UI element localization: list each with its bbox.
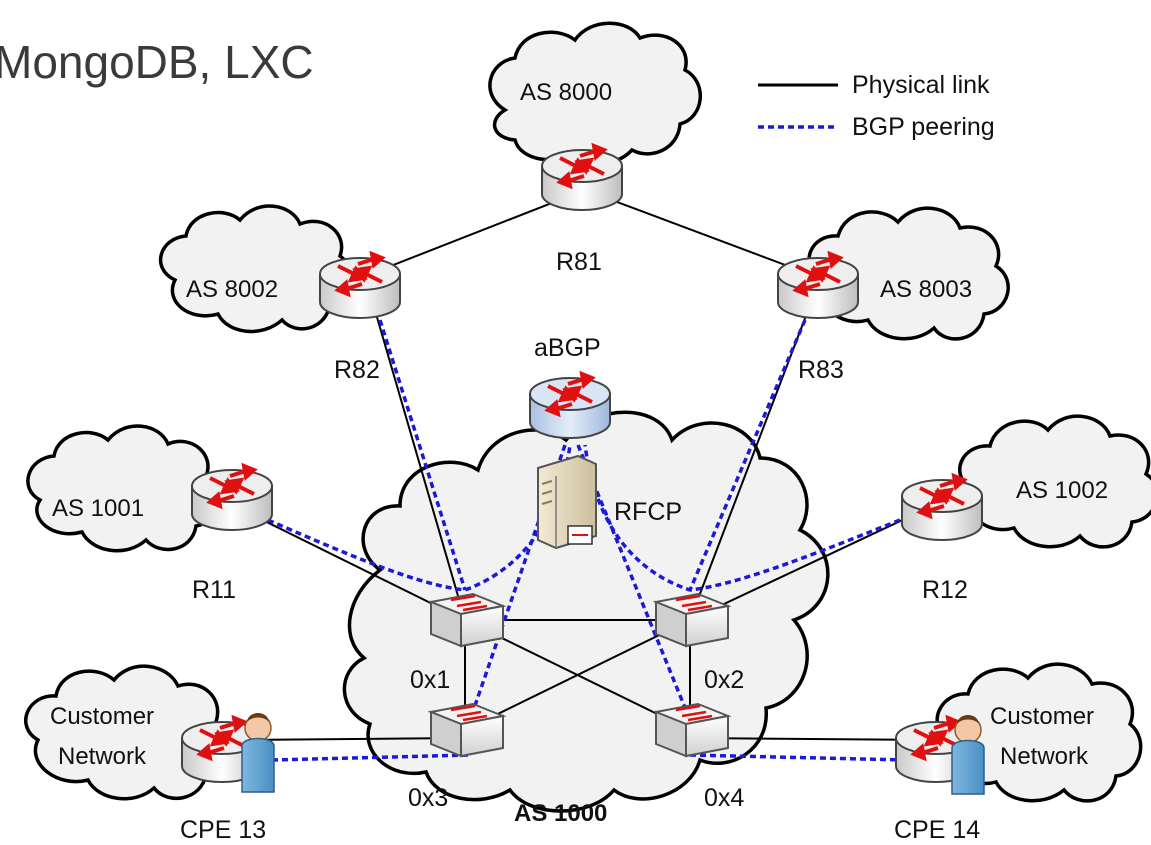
cloud-label-as8002: AS 8002 — [186, 276, 278, 303]
switch-icon — [429, 592, 505, 648]
cloud-as8002 — [158, 204, 354, 334]
cloud-label-as1000: AS 1000 — [514, 800, 607, 827]
node-label-cpe13: CPE 13 — [180, 816, 266, 844]
switch-0x3 — [429, 702, 505, 758]
cloud-label-customer-left-2: Network — [58, 743, 147, 770]
router-r81 — [540, 144, 624, 212]
node-label-r83: R83 — [798, 356, 844, 384]
cloud-label-as1001: AS 1001 — [52, 495, 144, 522]
node-label-r11: R11 — [192, 576, 236, 604]
node-label-cpe14: CPE 14 — [894, 816, 980, 844]
server-icon — [537, 454, 597, 550]
router-icon — [540, 144, 624, 212]
node-label-r81: R81 — [556, 248, 602, 276]
cloud-label-customer-right-1: Customer — [990, 703, 1094, 730]
cloud-as8003 — [807, 206, 1010, 341]
router-r83 — [776, 252, 860, 320]
router-icon — [528, 372, 612, 440]
router-icon — [190, 464, 274, 532]
switch-0x4 — [654, 702, 730, 758]
router-r11 — [190, 464, 274, 532]
user-icon — [241, 713, 275, 793]
node-label-r12: R12 — [922, 576, 968, 604]
user-icon — [951, 715, 985, 795]
cloud-customer-right — [935, 662, 1143, 803]
switch-0x1 — [429, 592, 505, 648]
legend-physical-label: Physical link — [852, 71, 990, 99]
node-label-0x1: 0x1 — [410, 666, 450, 694]
cloud-as1001 — [26, 424, 221, 553]
cloud-label-customer-right-2: Network — [1000, 743, 1089, 770]
router-r12 — [900, 474, 984, 542]
node-label-0x2: 0x2 — [704, 666, 744, 694]
node-label-0x3: 0x3 — [408, 784, 448, 812]
router-icon — [776, 252, 860, 320]
cloud-label-as8000: AS 8000 — [520, 79, 612, 106]
router-icon — [318, 252, 402, 320]
cloud-label-customer-left-1: Customer — [50, 703, 154, 730]
cloud-as1002 — [958, 414, 1151, 549]
cloud-label-as8003: AS 8003 — [880, 276, 972, 303]
router-abgp — [528, 372, 612, 440]
switch-0x2 — [654, 592, 730, 648]
cloud-label-as1002: AS 1002 — [1016, 477, 1108, 504]
legend: Physical link BGP peering — [758, 71, 995, 141]
node-label-r82: R82 — [334, 356, 380, 384]
router-icon — [900, 474, 984, 542]
node-label-abgp: aBGP — [534, 334, 601, 362]
node-label-rfcp: RFCP — [614, 498, 682, 526]
heading-text: MongoDB, LXC — [0, 36, 314, 88]
node-label-0x4: 0x4 — [704, 784, 744, 812]
legend-bgp-label: BGP peering — [852, 113, 995, 141]
router-r82 — [318, 252, 402, 320]
switch-icon — [429, 702, 505, 758]
switch-icon — [654, 702, 730, 758]
switch-icon — [654, 592, 730, 648]
